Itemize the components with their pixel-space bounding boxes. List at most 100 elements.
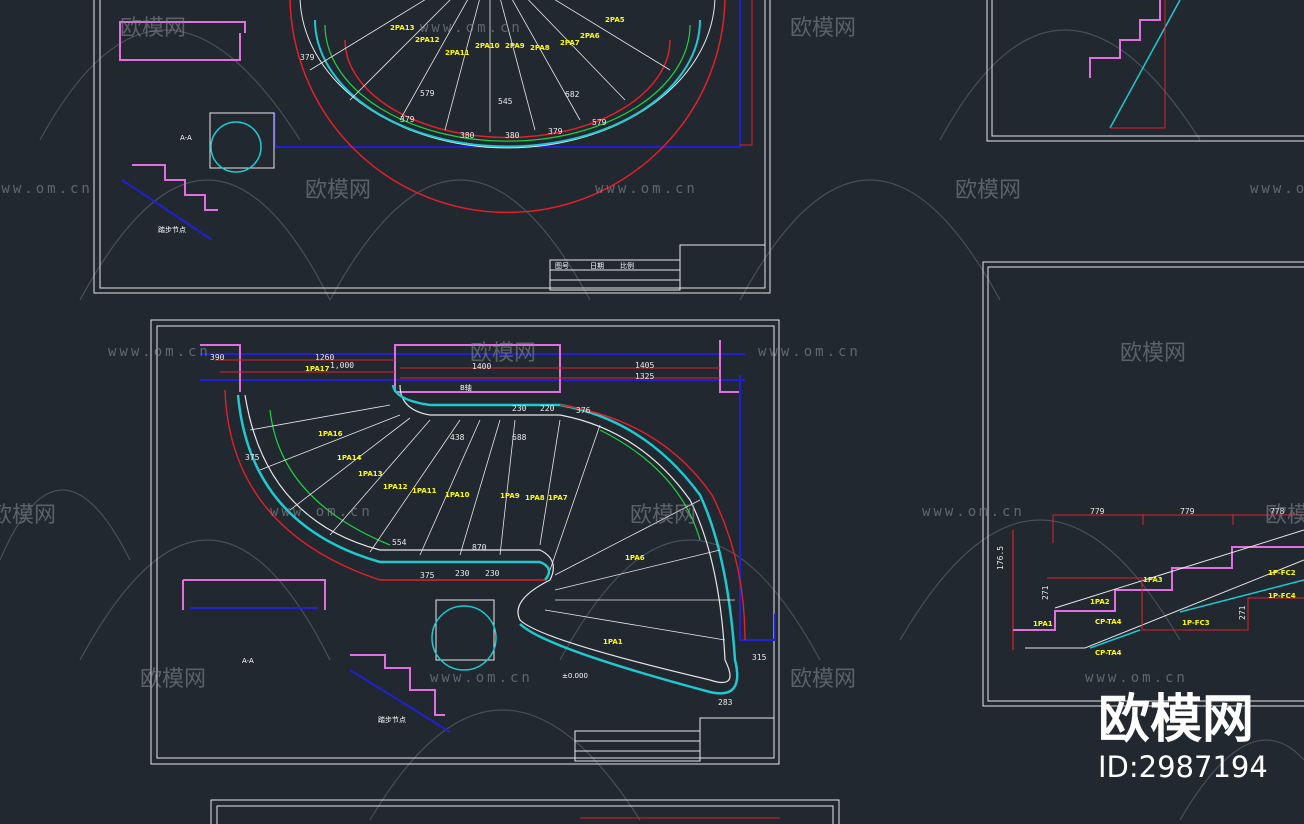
handrail [1109,0,1181,129]
tread-label: 1PA9 [500,492,520,500]
stair-profile [1089,0,1161,78]
section-profile [182,579,326,610]
dimension-line [1052,514,1304,543]
watermark-brand: 欧模网 [630,503,696,528]
tread-label: 1P-FC4 [1268,592,1296,600]
dim-text: 220 [540,404,555,413]
watermark-url: www.om.cn [430,670,533,686]
outline-wall-right [739,375,776,641]
stair-outline [244,384,731,684]
step-node-profile [132,164,218,211]
dimension-labels: 390 1260 1400 1405 1325 1,000 230 220 37… [210,353,767,707]
watermark-url: www.om.cn [758,344,861,360]
sheet-right-section: 779 779 778 176.5 271 271 1PA1 1P-FC3 1P… [982,261,1304,707]
stringer-line [121,179,213,241]
watermark-brand: 欧模网 [140,667,206,692]
landing-profile [200,340,740,393]
handrail [236,384,739,695]
dim-text: 1325 [635,372,654,381]
detail-box [435,599,495,661]
dimension-box [1047,577,1304,631]
tread-lines [249,404,735,641]
tread-label: 1P-FC3 [1182,619,1210,627]
sheet-bottom-partial [210,799,840,824]
watermark-brand: 欧模网 [0,503,56,528]
dimension-curve [224,389,746,641]
dimension-line [215,359,720,379]
stair-outer-edge [299,0,716,149]
dim-text: 779 [1090,507,1105,516]
watermark-url: www.om.cn [922,504,1025,520]
dim-text: 870 [472,543,487,552]
dim-text: 283 [718,698,733,707]
dim-text: 379 [548,127,563,136]
guide-line [324,24,691,142]
dim-text: 390 [210,353,225,362]
tread-label: 1PA12 [383,483,408,491]
dim-text: 379 [400,115,415,124]
tread-label: 1PA11 [412,487,437,495]
dim-text: 315 [752,653,767,662]
tread-label: 2PA6 [580,32,600,40]
watermark-url: www.om.cn [420,20,523,36]
watermark-url: www.om.cn [108,344,211,360]
tread-label: 2PA13 [390,24,415,32]
dimension-line [740,0,753,146]
watermark-brand: 欧模网 [955,178,1021,203]
watermark-brand: 欧模网 [1120,341,1186,366]
dim-text: 438 [450,433,465,442]
detail-circle [210,121,262,173]
dim-text: 376 [576,406,591,415]
dim-text: 682 [565,90,580,99]
watermark-brand: 欧模网 [305,178,371,203]
dim-text: 380 [460,131,475,140]
tread-labels: 1PA17 1PA16 1PA14 1PA13 1PA12 1PA11 1PA1… [305,365,645,646]
dim-text: 779 [1180,507,1195,516]
tread-label: 2PA8 [530,44,550,52]
tread-label: 1PA3 [1143,576,1163,584]
tread-label: 1PA7 [548,494,568,502]
dim-text: 554 [392,538,407,547]
tread-label: 1PA13 [358,470,383,478]
tread-label: 2PA9 [505,42,525,50]
tread-label: CP-TA4 [1095,618,1122,626]
watermark-logo-text: 欧模网 [1098,690,1255,750]
handrail [314,19,701,148]
sheet-main-plan: 390 1260 1400 1405 1325 1,000 230 220 37… [150,319,780,765]
title-block-cell: 日期 [590,262,604,270]
dimension-arc-outer [289,0,726,214]
dim-text: 1,000 [330,361,354,370]
dim-text: 579 [592,118,607,127]
watermark-url: www.om.cn [595,181,698,197]
tread-label: 1PA14 [337,454,362,462]
dim-text: 271 [1041,585,1050,600]
sheet-frame-outer [93,0,771,294]
section-label: A-A [242,657,254,665]
sheet-top-right-section [986,0,1304,142]
sheet-frame-inner [99,0,766,289]
outline-wall [274,0,741,148]
tread-label: 1PA8 [525,494,545,502]
watermark-url: www.om.cn [270,504,373,520]
sheet-top-plan: 379 545 380 380 379 682 579 579 379 2PA1… [93,0,771,294]
section-label: A-A [180,134,192,142]
tread-label: 2PA10 [475,42,500,50]
dim-text: 1400 [472,362,491,371]
sheet-frame-inner [216,805,834,824]
tread-labels: 2PA13 2PA12 2PA11 2PA10 2PA9 2PA8 2PA7 2… [390,16,625,57]
title-block-cell: 比例 [620,261,634,270]
dim-text: 380 [505,131,520,140]
stair-soffit [1025,559,1304,649]
node-label: 踏步节点 [158,225,186,234]
dim-text: 271 [1238,605,1247,620]
tread-label: 1PA17 [305,365,330,373]
handrail-line [1054,529,1304,609]
tread-lines [309,0,671,132]
tread-label: 2PA12 [415,36,440,44]
dim-text: 230 [485,569,500,578]
tread-label: 1PA1 [603,638,623,646]
dimension-arc-inner [344,39,671,139]
sheet-frame [986,0,1304,142]
